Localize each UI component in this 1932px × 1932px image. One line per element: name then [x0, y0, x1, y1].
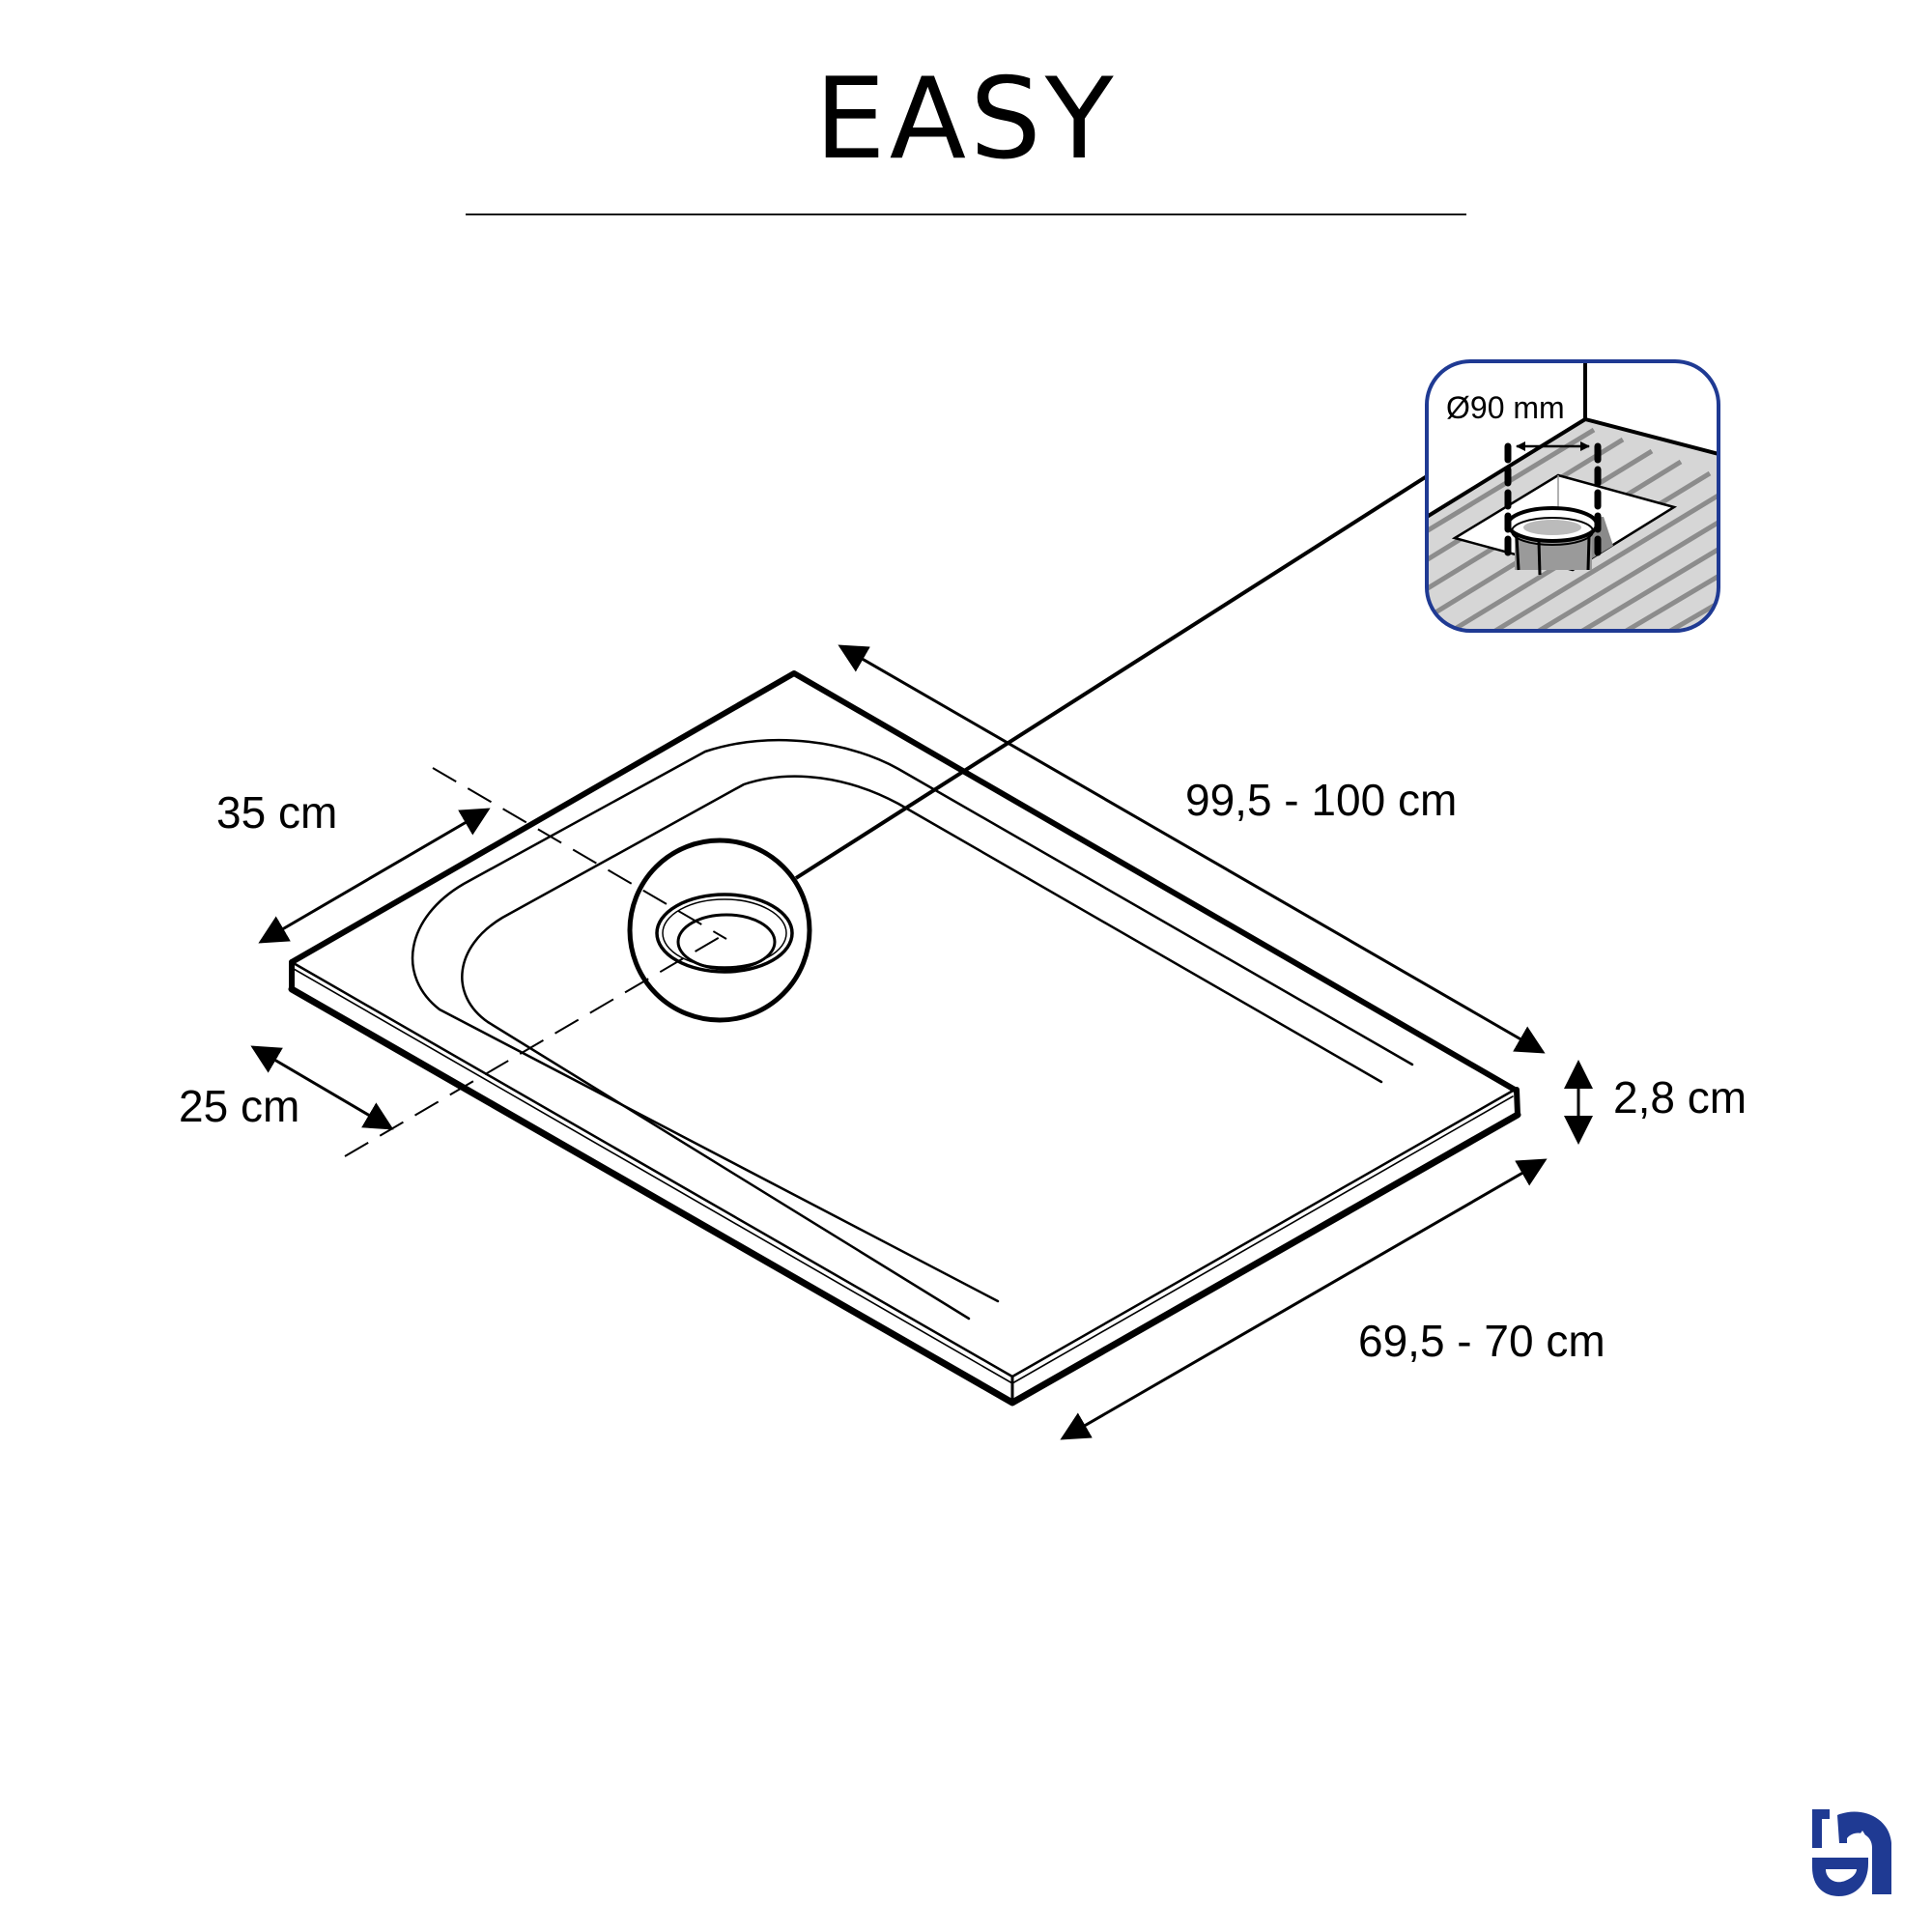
arrow-25cm — [250, 1045, 394, 1130]
product-title: EASY — [814, 54, 1118, 185]
brand-logo-icon — [1812, 1809, 1891, 1896]
dim-label-25cm: 25 cm — [179, 1081, 300, 1131]
drain-center-lines — [344, 767, 727, 1157]
inset-drain-diameter-label: Ø90 mm — [1446, 390, 1565, 425]
arrow-width — [1060, 1158, 1548, 1440]
dim-label-length: 99,5 - 100 cm — [1185, 775, 1458, 825]
title-divider — [466, 213, 1466, 215]
arrow-35cm — [258, 808, 491, 944]
dimension-arrows — [250, 644, 1593, 1440]
dim-label-width: 69,5 - 70 cm — [1358, 1316, 1605, 1366]
drain-detail-inset — [1425, 359, 1720, 633]
dim-label-35cm: 35 cm — [216, 787, 338, 838]
arrow-length — [838, 644, 1546, 1054]
drain — [627, 838, 812, 1023]
dim-label-height: 2,8 cm — [1613, 1072, 1747, 1122]
